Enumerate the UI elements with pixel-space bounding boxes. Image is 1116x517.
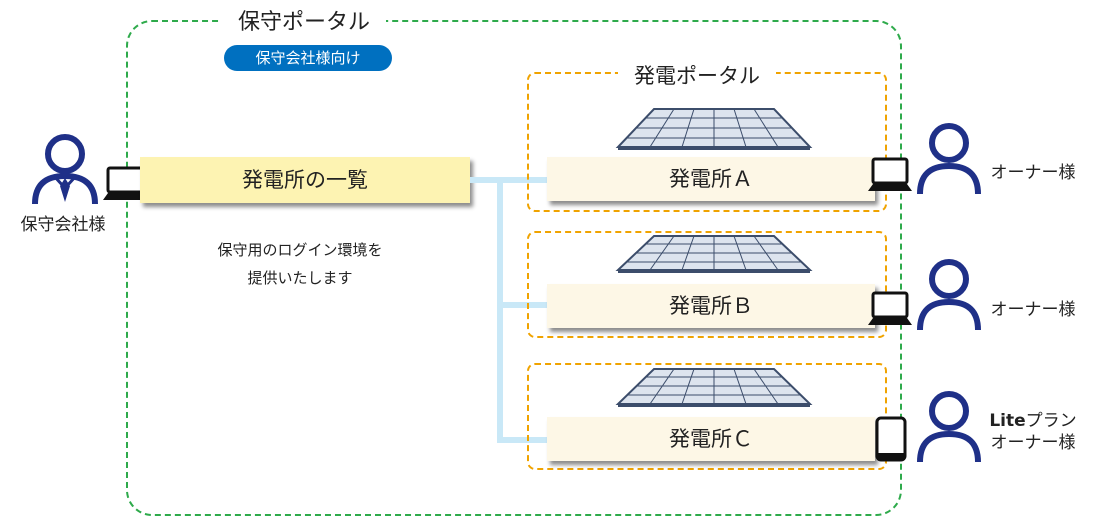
maintenance-portal-title: 保守ポータル [222,4,387,36]
solar-panel-icon [615,108,813,150]
lite-plan-suffix: プラン [1025,411,1077,431]
connector-c [497,437,550,443]
lite-plan-line: Liteプラン [978,410,1088,432]
plant-a-bar[interactable]: 発電所Ａ [547,157,875,201]
owner-label-2: オーナー様 [990,300,1076,320]
description-line-1: 保守用のログイン環境を [217,241,383,259]
lite-plan-prefix: Lite [989,411,1026,431]
smartphone-icon [875,416,907,462]
owner-person-icon [917,123,981,195]
solar-panel-icon [615,368,813,407]
description-line-2: 提供いたします [247,269,353,287]
power-portal-b-frame [527,231,887,338]
lite-owner-line: オーナー様 [990,433,1076,453]
solar-panel-icon [615,235,813,273]
laptop-icon [868,157,912,191]
laptop-icon [868,291,912,325]
owner-label-1: オーナー様 [990,163,1076,183]
connector-trunk [497,177,503,443]
laptop-icon [103,166,147,200]
connector-main [470,177,550,183]
lite-owner-label: Liteプラン オーナー様 [978,410,1088,454]
owner-person-icon [917,391,981,463]
maintenance-portal-frame [126,20,902,516]
maintenance-person-icon [32,134,98,205]
power-portal-title: 発電ポータル [618,60,776,90]
plant-list-bar[interactable]: 発電所の一覧 [140,157,470,203]
plant-b-bar[interactable]: 発電所Ｂ [547,284,875,328]
connector-b [497,302,550,308]
portal-description: 保守用のログイン環境を 提供いたします [140,236,460,292]
owner-person-icon [917,259,981,331]
plant-c-bar[interactable]: 発電所Ｃ [547,417,875,461]
audience-badge: 保守会社様向け [224,45,392,71]
maintenance-company-label: 保守会社様 [20,215,106,235]
